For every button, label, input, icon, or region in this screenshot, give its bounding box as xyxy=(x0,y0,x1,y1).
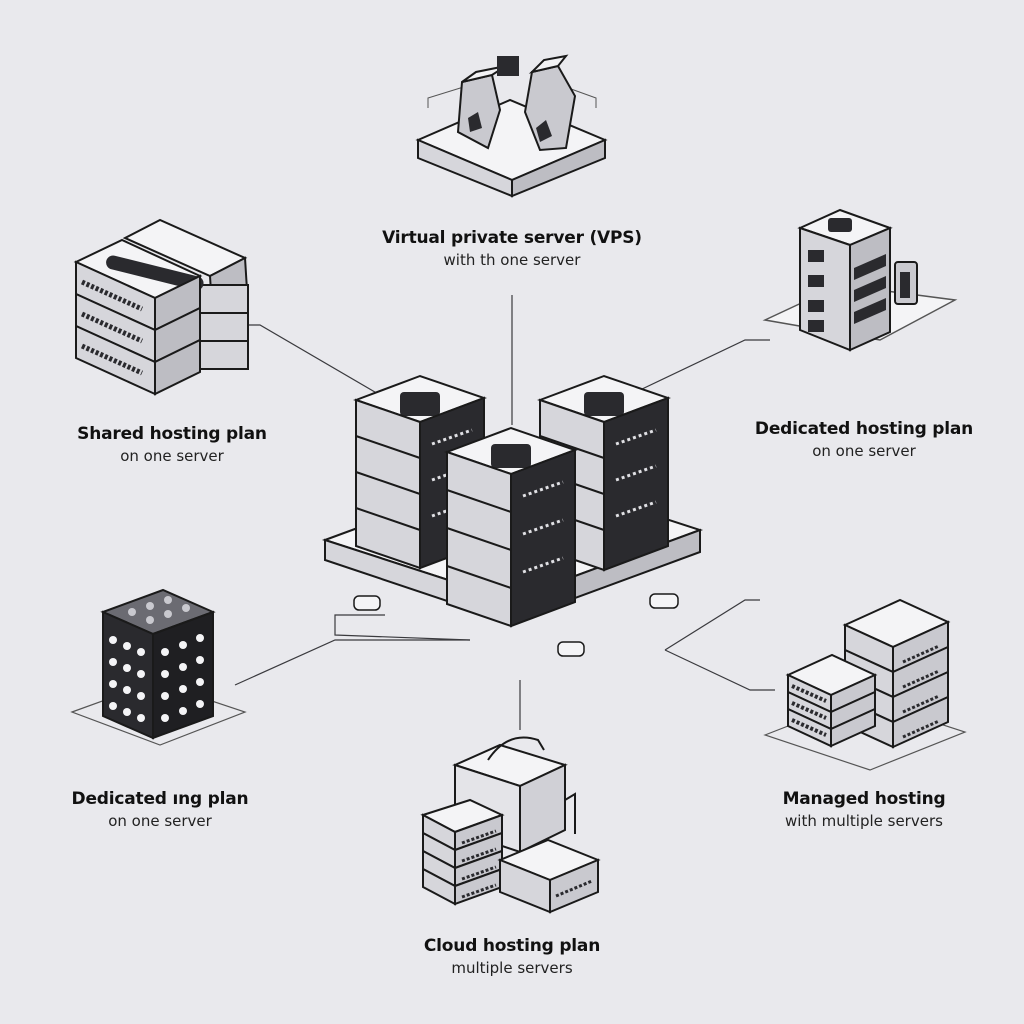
node-label-vps: Virtual private server (VPS) with th one… xyxy=(362,227,662,271)
dedicated-left-subtitle: on one server xyxy=(108,812,212,830)
central-server-cluster xyxy=(321,374,704,657)
node-label-cloud: Cloud hosting plan multiple servers xyxy=(382,935,642,979)
node-label-dedicated-right: Dedicated hosting plan on one server xyxy=(734,418,994,462)
managed-subtitle: with multiple servers xyxy=(785,812,943,830)
dedicated-right-subtitle: on one server xyxy=(812,442,916,460)
managed-title: Managed hosting xyxy=(782,789,946,809)
shared-subtitle: on one server xyxy=(120,447,224,465)
cloud-title: Cloud hosting plan xyxy=(423,936,601,956)
cloud-subtitle: multiple servers xyxy=(451,959,573,977)
node-label-managed: Managed hosting with multiple servers xyxy=(734,788,994,832)
shared-title: Shared hosting plan xyxy=(77,424,267,444)
dedicated-cube-icon xyxy=(70,588,247,746)
shared-hosting-icon xyxy=(73,218,249,396)
node-label-shared: Shared hosting plan on one server xyxy=(42,423,302,467)
managed-hosting-icon xyxy=(763,598,967,771)
dedicated-hosting-icon xyxy=(762,208,958,352)
dedicated-left-title: Dedicated ıng plan xyxy=(71,789,249,809)
cloud-hosting-icon xyxy=(420,736,601,914)
vps-subtitle: with th one server xyxy=(443,251,581,269)
dedicated-right-title: Dedicated hosting plan xyxy=(754,419,974,439)
vps-server-icon xyxy=(415,54,608,198)
vps-title: Virtual private server (VPS) xyxy=(382,228,642,248)
node-label-dedicated-left: Dedicated ıng plan on one server xyxy=(30,788,290,832)
